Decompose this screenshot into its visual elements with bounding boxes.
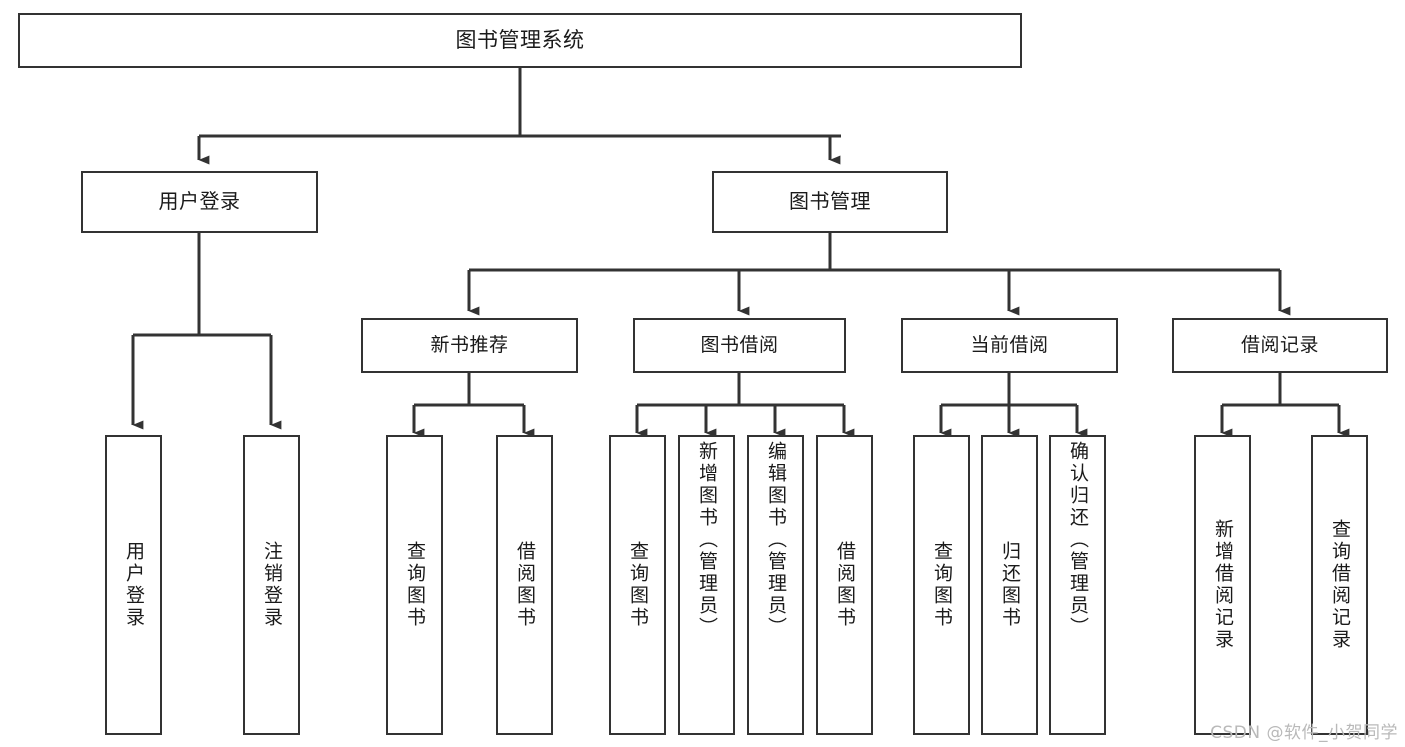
node-book-borrow-label: 图书借阅	[700, 334, 779, 357]
node-new-book-recommend[interactable]: 新书推荐	[361, 318, 578, 373]
node-leaf-query-book-1-label: 查询图书	[404, 541, 426, 629]
node-root[interactable]: 图书管理系统	[18, 13, 1022, 68]
node-leaf-confirm-return[interactable]: 确认归还（管理员）	[1049, 435, 1106, 735]
node-leaf-query-record-label: 查询借阅记录	[1329, 519, 1351, 651]
node-leaf-add-record-label: 新增借阅记录	[1212, 519, 1234, 651]
node-leaf-add-record[interactable]: 新增借阅记录	[1194, 435, 1251, 735]
node-book-borrow[interactable]: 图书借阅	[633, 318, 846, 373]
node-current-borrow-label: 当前借阅	[970, 334, 1049, 357]
node-leaf-confirm-return-label: 确认归还（管理员）	[1067, 441, 1089, 639]
node-book-manage-label: 图书管理	[789, 189, 871, 214]
node-root-label: 图书管理系统	[455, 28, 585, 53]
node-borrow-record-label: 借阅记录	[1240, 334, 1319, 357]
node-leaf-return-book[interactable]: 归还图书	[981, 435, 1038, 735]
node-user-login[interactable]: 用户登录	[81, 171, 318, 233]
node-leaf-borrow-book-2[interactable]: 借阅图书	[816, 435, 873, 735]
node-leaf-query-book-3-label: 查询图书	[931, 541, 953, 629]
node-leaf-edit-book[interactable]: 编辑图书（管理员）	[747, 435, 804, 735]
node-leaf-return-book-label: 归还图书	[999, 541, 1021, 629]
node-current-borrow[interactable]: 当前借阅	[901, 318, 1118, 373]
node-leaf-add-book[interactable]: 新增图书（管理员）	[678, 435, 735, 735]
node-leaf-borrow-book-1[interactable]: 借阅图书	[496, 435, 553, 735]
node-leaf-borrow-book-2-label: 借阅图书	[834, 541, 856, 629]
node-leaf-query-book-3[interactable]: 查询图书	[913, 435, 970, 735]
node-leaf-borrow-book-1-label: 借阅图书	[514, 541, 536, 629]
node-leaf-query-book-1[interactable]: 查询图书	[386, 435, 443, 735]
node-leaf-query-record[interactable]: 查询借阅记录	[1311, 435, 1368, 735]
node-book-manage[interactable]: 图书管理	[712, 171, 948, 233]
node-leaf-logout-login-label: 注销登录	[261, 541, 283, 629]
node-leaf-logout-login[interactable]: 注销登录	[243, 435, 300, 735]
node-leaf-edit-book-label: 编辑图书（管理员）	[765, 441, 787, 639]
node-user-login-label: 用户登录	[158, 189, 241, 214]
node-borrow-record[interactable]: 借阅记录	[1172, 318, 1388, 373]
node-leaf-user-login[interactable]: 用户登录	[105, 435, 162, 735]
node-leaf-add-book-label: 新增图书（管理员）	[696, 441, 718, 639]
node-leaf-user-login-label: 用户登录	[123, 541, 145, 629]
csdn-watermark: CSDN @软件_小贺同学	[1210, 723, 1398, 743]
node-leaf-query-book-2[interactable]: 查询图书	[609, 435, 666, 735]
node-new-book-recommend-label: 新书推荐	[430, 334, 509, 357]
node-leaf-query-book-2-label: 查询图书	[627, 541, 649, 629]
